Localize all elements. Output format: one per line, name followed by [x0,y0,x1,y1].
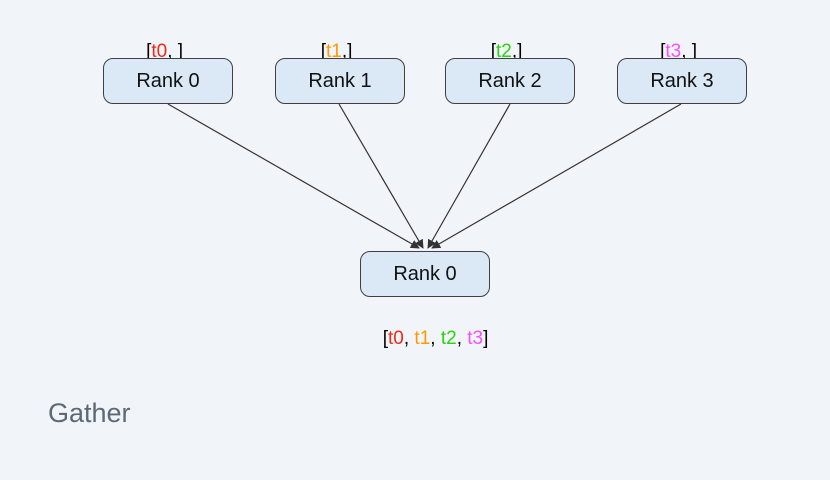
bracket-text: , ] [167,41,184,62]
bracket-text: [ [660,41,666,62]
rank3-source-label: Rank 3 [650,69,714,92]
bracket-text: , ] [681,41,698,62]
rank2-source-label: Rank 2 [478,69,542,92]
rank0-source-node: Rank 0 [103,58,233,104]
arrow-rank0-to-rank0 [167,103,420,249]
tensor-list-label-rank3: [t3, ] [603,19,733,85]
rank0-source-label: Rank 0 [136,69,200,92]
rank1-source-node: Rank 1 [275,58,405,104]
separator-text: , [430,328,441,349]
tensor-t2-text: t2 [495,41,512,62]
rank0-destination-label: Rank 0 [393,262,457,285]
tensor-list-label-rank2: [t2,] [431,19,561,85]
tensor-t3-text: t3 [467,328,484,349]
rank2-source-node: Rank 2 [445,58,575,104]
tensor-t3-text: t3 [665,41,682,62]
tensor-t0-text: t0 [388,328,404,349]
tensor-list-label-rank1: [t1,] [261,19,391,85]
separator-text: , [456,328,468,349]
bracket-text: [ [490,41,496,62]
rank1-source-label: Rank 1 [308,69,372,92]
rank3-source-node: Rank 3 [617,58,747,104]
bracket-text: ] [483,328,489,349]
bracket-text: [ [320,41,326,62]
arrow-rank2-to-rank0 [427,103,511,249]
tensor-list-label-rank0: [t0, ] [89,19,219,85]
gathered-tensor-list-label: [t0, t1, t2, t3] [330,306,520,372]
tensor-t0-text: t0 [151,41,168,62]
bracket-text: ,] [341,41,353,62]
bracket-text: [ [382,328,388,349]
bracket-text: ,] [511,41,523,62]
tensor-t1-text: t1 [414,328,431,349]
tensor-t1-text: t1 [325,41,342,62]
bracket-text: [ [146,41,152,62]
tensor-t2-text: t2 [440,328,457,349]
diagram-title: Gather [48,398,131,428]
arrow-rank3-to-rank0 [431,103,682,249]
arrow-rank1-to-rank0 [338,103,424,249]
separator-text: , [403,328,415,349]
rank0-destination-node: Rank 0 [360,251,490,297]
